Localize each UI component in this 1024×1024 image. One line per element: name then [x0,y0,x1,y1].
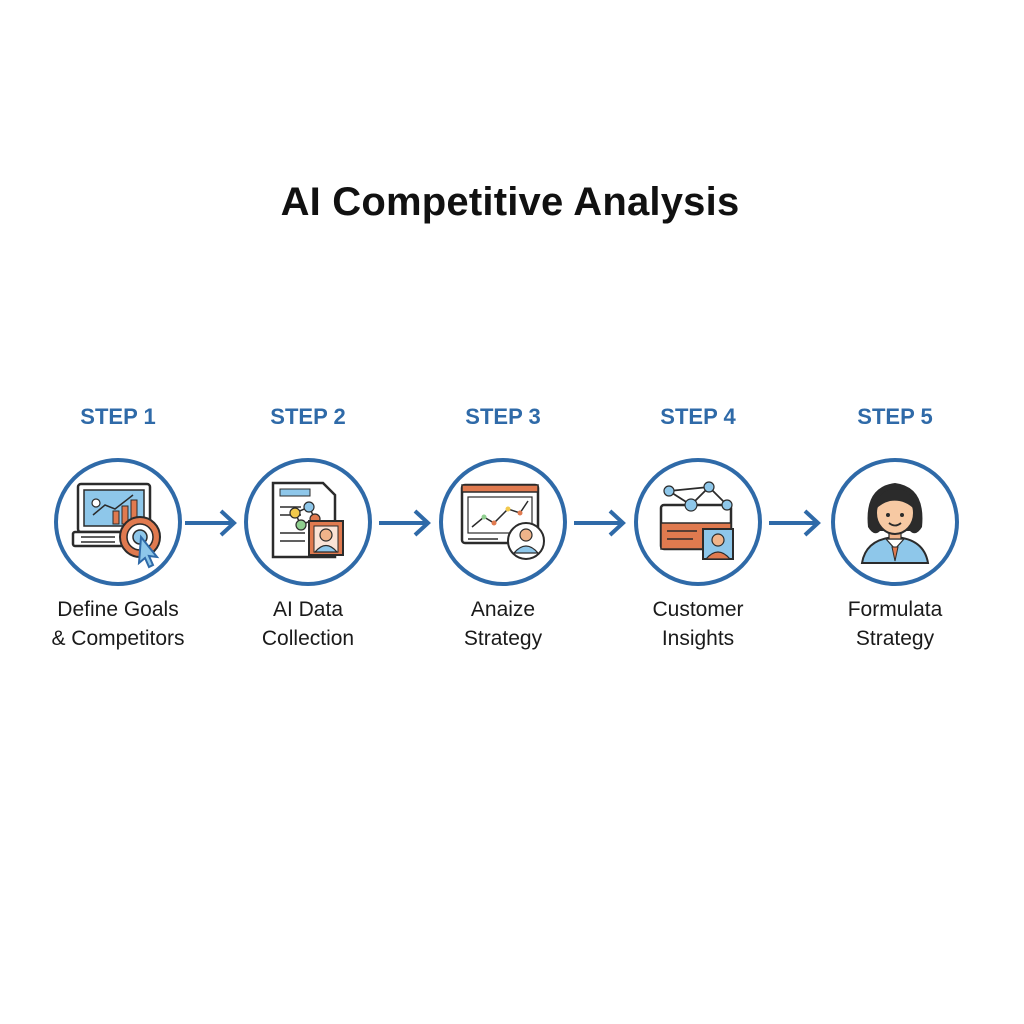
step-5-label: STEP 5 [857,404,933,429]
network-card-icon [634,458,762,586]
arrow-right-icon [574,509,626,537]
step-2: STEP 2 AI Data Collection [218,400,398,653]
arrow-right-icon [769,509,821,537]
step-1-label: STEP 1 [80,404,156,429]
step-4-label: STEP 4 [660,404,736,429]
person-avatar-icon [831,458,959,586]
arrow-right-icon [379,509,431,537]
document-data-icon [244,458,372,586]
arrow-right-icon [185,509,237,537]
step-1: STEP 1 Define Goals & Competitors [28,400,208,653]
step-2-label: STEP 2 [270,404,346,429]
step-5: STEP 5 Formulata Strategy [805,400,985,653]
step-3-caption: Anaize Strategy [463,598,543,650]
laptop-target-icon [54,458,182,586]
page-title: AI Competitive Analysis [280,180,740,224]
step-4: STEP 4 Customer Insights [608,400,788,653]
step-1-caption: Define Goals & Competitors [51,598,185,650]
step-3: STEP 3 Anaize Strategy [413,400,593,653]
monitor-analysis-icon [439,458,567,586]
step-4-caption: Customer Insights [652,598,744,650]
step-2-caption: AI Data Collection [261,598,355,650]
step-5-caption: Formulata Strategy [847,598,943,650]
step-3-label: STEP 3 [465,404,541,429]
